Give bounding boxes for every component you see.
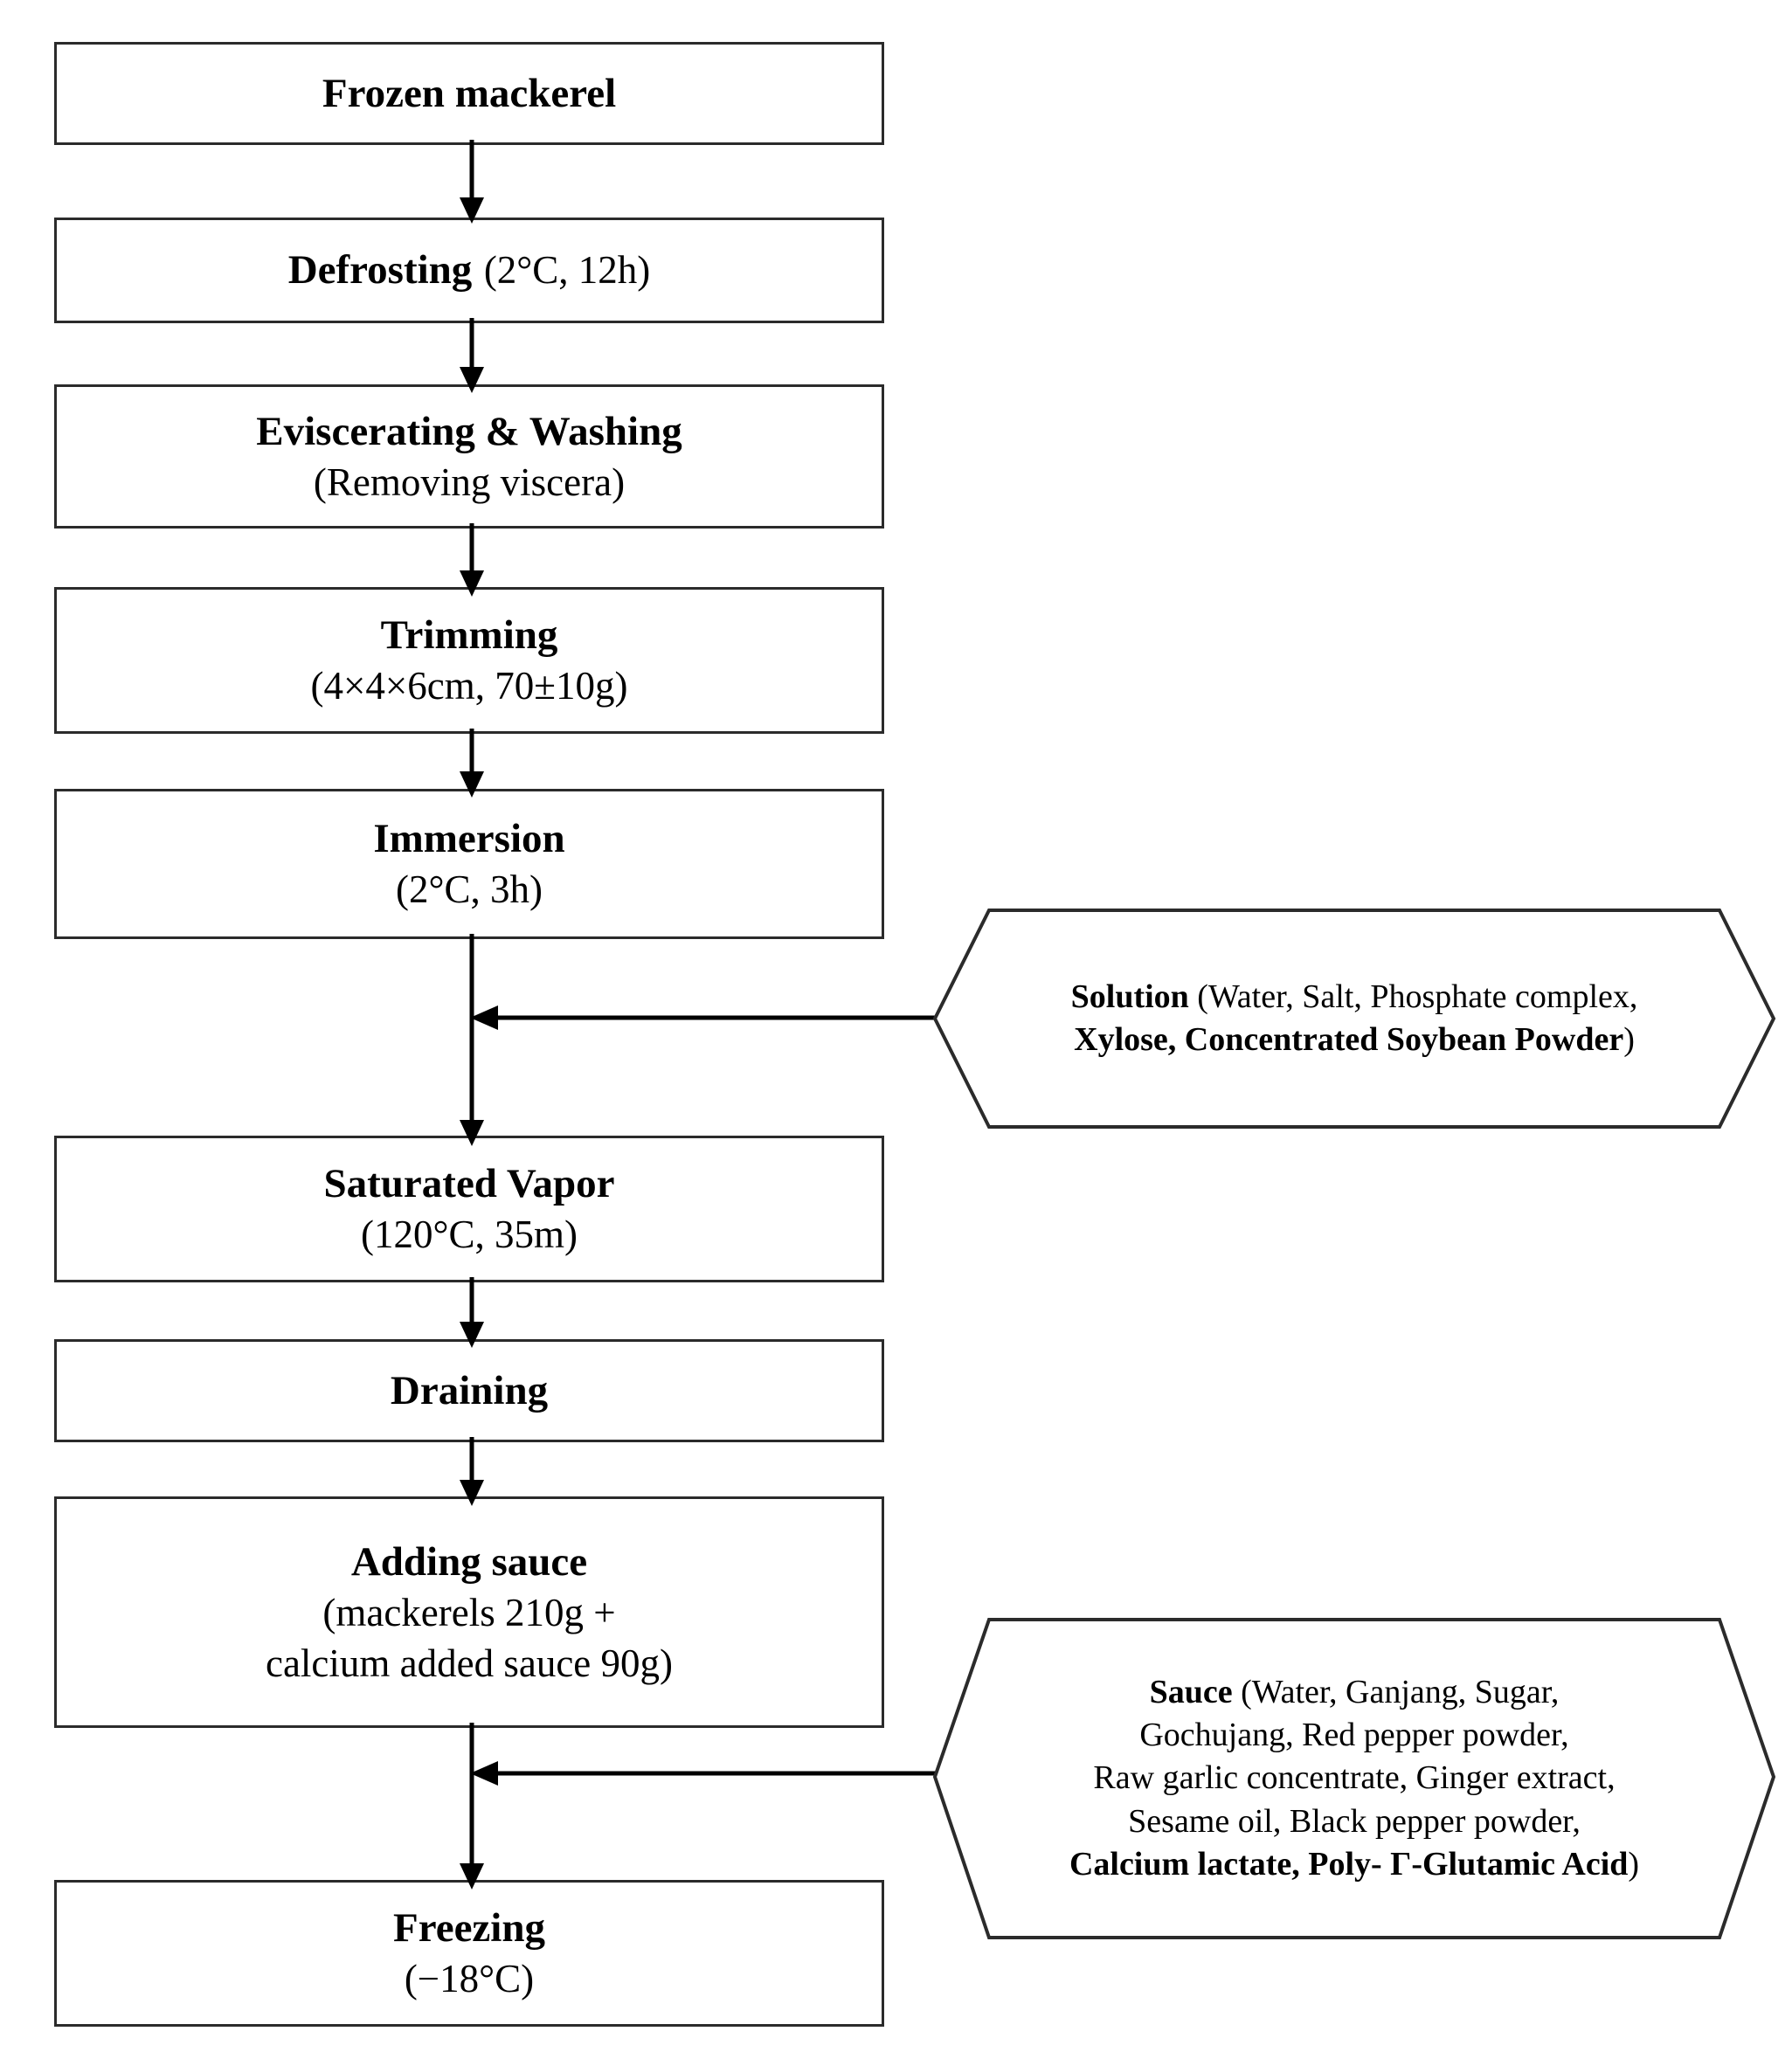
sauce-hexagon-shape: [932, 1618, 1776, 1939]
process-box-trimming: Trimming (4×4×6cm, 70±10g): [54, 587, 884, 734]
process-box-frozen-mackerel: Frozen mackerel: [54, 42, 884, 145]
process-box-immersion: Immersion (2°C, 3h): [54, 789, 884, 939]
arrow-eviscerating-to-trimming: [460, 523, 484, 597]
arrow-adding-sauce-to-freezing: [460, 1723, 484, 1890]
step-detail: (Removing viscera): [313, 459, 626, 504]
arrow-solution-feed: [470, 1005, 945, 1030]
process-box-freezing: Freezing (−18°C): [54, 1880, 884, 2027]
step-heading: Adding sauce: [350, 1538, 588, 1585]
step-detail-line-1: (mackerels 210g +: [322, 1590, 616, 1634]
step-heading: Saturated Vapor: [323, 1161, 615, 1207]
process-box-defrosting: Defrosting(2°C, 12h): [54, 218, 884, 323]
arrow-trimming-to-immersion: [460, 729, 484, 798]
callout-solution: Solution (Water, Salt, Phosphate complex…: [932, 909, 1776, 1129]
step-heading: Freezing: [392, 1905, 545, 1952]
process-box-draining: Draining: [54, 1339, 884, 1442]
step-heading: Defrosting(2°C, 12h): [288, 244, 651, 296]
arrow-saturated-vapor-to-draining: [460, 1277, 484, 1348]
step-detail: (2°C, 3h): [396, 867, 543, 912]
process-box-eviscerating-washing: Eviscerating & Washing (Removing viscera…: [54, 384, 884, 529]
arrow-draining-to-adding-sauce: [460, 1437, 484, 1506]
step-detail: (4×4×6cm, 70±10g): [310, 664, 628, 708]
arrow-defrosting-to-eviscerating: [460, 318, 484, 393]
step-heading: Draining: [390, 1367, 549, 1413]
arrow-frozen-to-defrosting: [460, 140, 484, 224]
arrow-immersion-to-saturated-vapor: [460, 934, 484, 1146]
step-detail: (−18°C): [404, 1957, 535, 2001]
step-heading: Eviscerating & Washing: [256, 408, 682, 454]
process-box-adding-sauce: Adding sauce (mackerels 210g + calcium a…: [54, 1496, 884, 1728]
callout-sauce: Sauce (Water, Ganjang, Sugar, Gochujang,…: [932, 1618, 1776, 1939]
step-heading: Immersion: [373, 816, 565, 862]
step-heading-bold: Defrosting: [287, 247, 473, 294]
step-detail: (2°C, 12h): [483, 248, 651, 293]
solution-hexagon-shape: [932, 909, 1776, 1129]
step-heading: Frozen mackerel: [322, 70, 617, 116]
arrow-sauce-feed: [470, 1761, 945, 1786]
step-detail-line-2: calcium added sauce 90g): [265, 1641, 674, 1685]
process-box-saturated-vapor: Saturated Vapor (120°C, 35m): [54, 1136, 884, 1282]
step-heading: Trimming: [380, 612, 558, 659]
step-detail: (120°C, 35m): [361, 1213, 578, 1257]
